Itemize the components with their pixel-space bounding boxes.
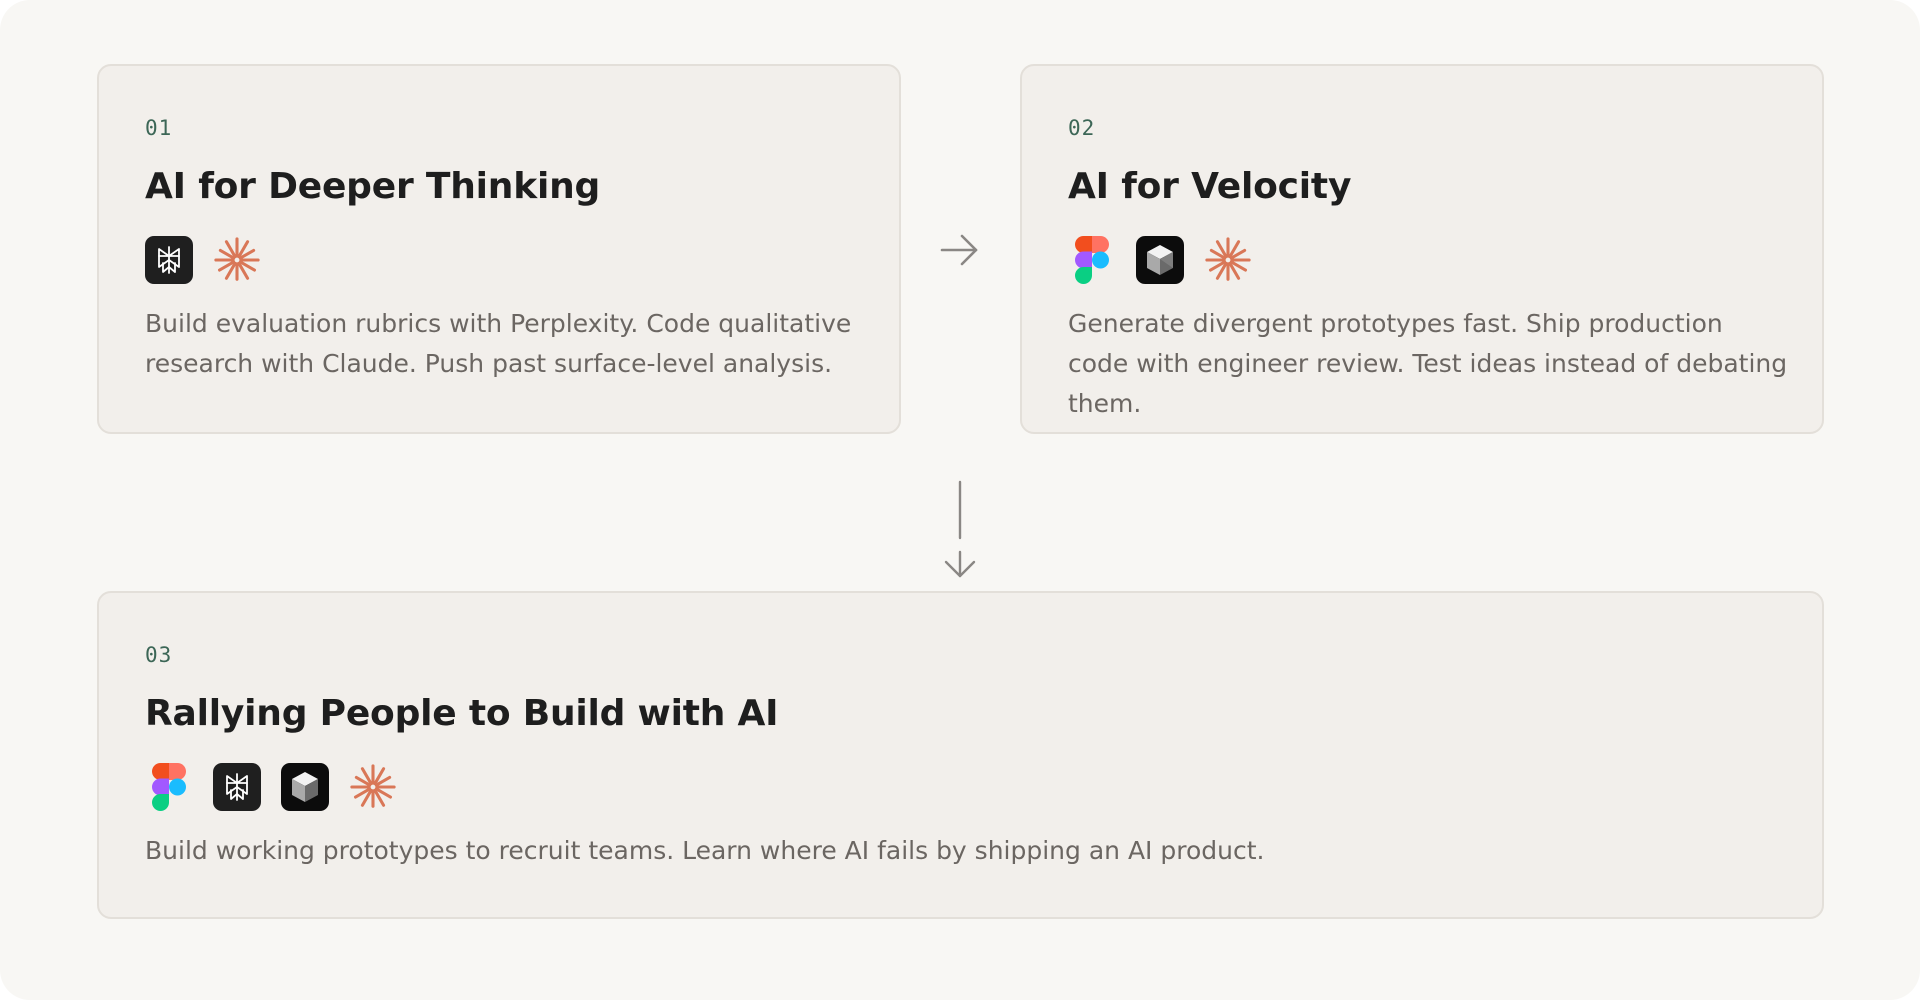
tool-icons: [145, 763, 397, 811]
perplexity-icon: [213, 763, 261, 811]
claude-icon: [1204, 236, 1252, 284]
card-title: AI for Velocity: [1068, 166, 1352, 207]
step-card-02: 02 AI for Velocity: [1020, 64, 1824, 434]
cube-app-icon: [1136, 236, 1184, 284]
claude-icon: [349, 763, 397, 811]
step-number: 03: [145, 643, 173, 667]
arrow-down-connector: [944, 480, 976, 578]
card-description: Generate divergent prototypes fast. Ship…: [1068, 309, 1788, 418]
figma-icon: [145, 763, 193, 811]
figma-icon: [1068, 236, 1116, 284]
tool-icons: [145, 236, 261, 284]
card-description: Build evaluation rubrics with Perplexity…: [145, 309, 852, 378]
step-card-01: 01 AI for Deeper Thinking: [97, 64, 901, 434]
tool-icons: [1068, 236, 1252, 284]
step-number: 01: [145, 116, 173, 140]
claude-icon: [213, 236, 261, 284]
card-description: Build working prototypes to recruit team…: [145, 836, 1265, 865]
card-title: Rallying People to Build with AI: [145, 693, 779, 734]
cube-app-icon: [281, 763, 329, 811]
step-number: 02: [1068, 116, 1096, 140]
perplexity-icon: [145, 236, 193, 284]
card-title: AI for Deeper Thinking: [145, 166, 601, 207]
step-card-03: 03 Rallying People to Build with AI: [97, 591, 1824, 919]
arrow-right-connector: [940, 234, 978, 266]
